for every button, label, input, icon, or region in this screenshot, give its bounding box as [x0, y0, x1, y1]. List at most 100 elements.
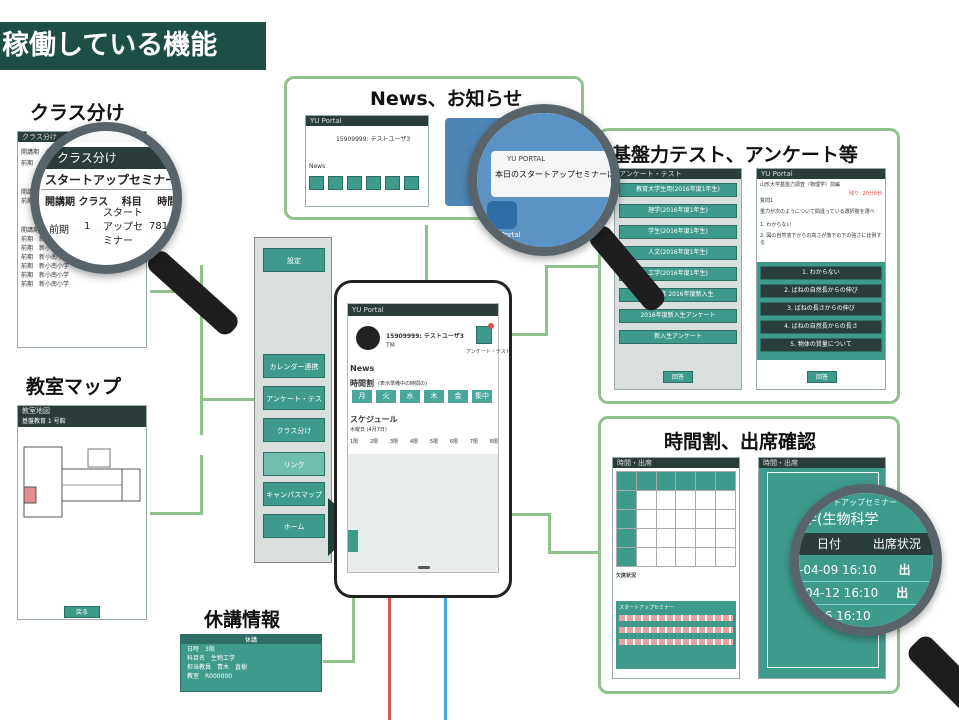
submit-button[interactable]: 回答 [807, 371, 837, 383]
map-back-button[interactable]: 戻る [64, 606, 100, 618]
answer-button[interactable]: 3. ばねの長さからの伸び [760, 302, 882, 316]
kyuko-row: 科目名 生物工学 [187, 655, 236, 662]
answer-button[interactable]: 2. ばねの自然長からの伸び [760, 284, 882, 298]
test-item[interactable]: 理学(2016年度1年生) [619, 204, 737, 218]
connector [548, 513, 551, 553]
news-heading: News [350, 364, 375, 373]
period-label: 5限 [429, 439, 439, 445]
connector [323, 660, 355, 663]
period-label: 3限 [389, 439, 399, 445]
test-item[interactable]: 教育大学生用(2016年度1年生) [619, 183, 737, 197]
mag-att-date: -04-09 16:10 [799, 563, 877, 577]
timetable-heading: 時間割 [350, 379, 374, 388]
connector [200, 265, 203, 435]
mag-h2: クラス [78, 197, 109, 208]
day-thu[interactable]: 木 [424, 390, 444, 403]
connector [425, 225, 428, 280]
day-tue[interactable]: 火 [376, 390, 396, 403]
mag-h3: 科目 [121, 197, 142, 208]
menu-settings[interactable]: 設定 [263, 248, 325, 272]
day-mon[interactable]: 月 [352, 390, 372, 403]
connector [545, 265, 600, 268]
mag-news-message: 本日のスタートアップセミナーは休講 [495, 170, 620, 179]
test-item[interactable]: 学生(2016年度1年生) [619, 225, 737, 239]
connector [545, 265, 548, 335]
mag-c3: スタートアップセミナー [103, 208, 143, 247]
answer-button[interactable]: 4. ばねの自然長からの長さ [760, 320, 882, 334]
magnifier-news: YU PORTAL 本日のスタートアップセミナーは休講 YU Portal [468, 104, 620, 256]
day-intensive[interactable]: 集中 [472, 390, 492, 403]
mag-att-title: スタートアップセミナー [809, 498, 897, 507]
test-item[interactable]: 新入生アンケート [619, 330, 737, 344]
mag-h1: 開講期 [45, 197, 75, 208]
mag-att-h1: 日付 [817, 537, 842, 551]
phone-frame: YU Portal 15909999: テストユーザ3 TM アンケート・テスト… [334, 280, 512, 598]
startup-label: スタートアップセミナー [619, 605, 675, 611]
connector [200, 455, 203, 515]
schedule-area [348, 454, 498, 572]
mag-att-date: 04-12 16:10 [805, 586, 879, 600]
answer-button[interactable]: 1. わからない [760, 266, 882, 280]
timetable-screen: 時間・出席 欠席状況 スタートアップセミナー [612, 457, 740, 679]
mag-class-seminar: スタートアップセミナー [45, 173, 178, 187]
label-news: News、お知らせ [370, 88, 523, 110]
news-mini-bar: YU Portal [306, 116, 428, 126]
timetable-grid [616, 471, 736, 567]
kyuko-row: 日時 3限 [187, 646, 215, 653]
day-wed[interactable]: 水 [400, 390, 420, 403]
menu-class[interactable]: クラス分け [263, 418, 325, 442]
mag-att-subject: 学(生物科学 [803, 512, 879, 528]
kyuko-card: 休講 日時 3限 科目名 生物工学 担当教員 青木 直樹 教室 R000000 [180, 634, 322, 692]
avatar [356, 326, 380, 350]
map-screen: 教室地図 基盤教育 1 号館 戻る [17, 405, 147, 620]
period-label: 8限 [489, 439, 498, 445]
floor-plan [23, 446, 141, 518]
attendance-bar: 時間・出席 [759, 458, 885, 468]
schedule-date: 木曜日 (4月7日) [350, 427, 387, 433]
menu-home[interactable]: ホーム [263, 514, 325, 538]
page-dots [418, 566, 430, 569]
cable-blue [444, 597, 447, 720]
magnifier-class: クラス分け スタートアップセミナー 開講期 クラス 科目 時間 前期 1 スター… [30, 122, 182, 274]
label-map: 教室マップ [26, 376, 122, 398]
period-label: 1限 [350, 439, 359, 445]
question-bar: YU Portal [757, 169, 885, 179]
connector [200, 398, 255, 401]
connector [352, 545, 355, 663]
mag-c2: 1 [84, 221, 91, 232]
mag-att-h2: 出席状況 [872, 537, 921, 551]
connector [510, 333, 548, 336]
news-mini-news: News [309, 163, 326, 170]
mag-att-status: 出 [896, 586, 909, 600]
answer-button[interactable]: 5. 物体の質量について [760, 338, 882, 352]
user-sub: TM [386, 342, 395, 349]
mag-h4: 時間 [157, 197, 178, 208]
question-text: 重力が次のようについて間違っている選択肢を選べ [760, 209, 875, 215]
survey-test-icon[interactable] [476, 326, 492, 344]
mag-att-status: 出 [898, 563, 911, 577]
magnifier-attendance: スタートアップセミナー 学(生物科学 日付 出席状況 -04-09 16:10 出… [790, 484, 942, 636]
magnifier-handle [904, 632, 959, 718]
menu-link[interactable]: リンク [263, 452, 325, 476]
mag-att-date: 16 16:10 [817, 609, 871, 623]
test-back-button[interactable]: 回答 [663, 371, 693, 383]
menu-tab[interactable] [348, 530, 358, 552]
menu-campus-map[interactable]: キャンパスマップ [263, 482, 325, 506]
app-icon [487, 201, 517, 229]
news-mini-screen: YU Portal 15909999: テストユーザ3 News [305, 115, 429, 207]
test-item[interactable]: 2016年度新入生アンケート [619, 309, 737, 323]
menu-survey-test[interactable]: アンケート・テスト [263, 386, 325, 427]
day-fri[interactable]: 金 [448, 390, 468, 403]
map-screen-bar: 教室地図 [18, 406, 146, 416]
badge-label: アンケート・テスト [466, 349, 511, 355]
menu-calendar[interactable]: カレンダー連携 [263, 354, 325, 378]
phone-screen: YU Portal 15909999: テストユーザ3 TM アンケート・テスト… [347, 303, 511, 573]
badge-dot [488, 323, 494, 329]
timer: 残り: 20分8秒 [849, 191, 882, 197]
period-label: 7限 [469, 439, 478, 445]
test-item[interactable]: 人文(2016年度1年生) [619, 246, 737, 260]
option-text: 2. 図の自然落下からの高さが落下の下の強さに比例する [760, 233, 882, 246]
timetable-note: (表示準備中の時間の) [378, 381, 427, 387]
period-label: 2限 [369, 439, 379, 445]
mag-class-title: クラス分け [39, 147, 173, 169]
